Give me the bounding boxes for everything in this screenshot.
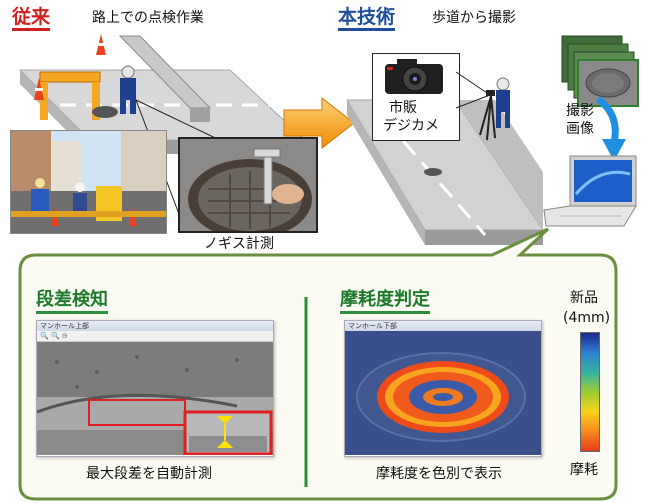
wear-detection-title: 摩耗度判定: [340, 289, 430, 314]
window-titlebar: マンホール下部: [345, 321, 541, 331]
legend-bottom-label: 摩耗: [570, 462, 598, 478]
wear-detection-caption: 摩耗度を色別で表示: [376, 466, 502, 482]
transfer-arrow: [595, 96, 626, 161]
caliper-measurement-inset: [178, 137, 318, 233]
window-toolbar: 🔍 🔍 ⊝: [37, 331, 273, 342]
conventional-caption: 路上での点検作業: [92, 10, 204, 26]
camera-icon: [385, 59, 443, 94]
manhole-icon: [424, 168, 442, 176]
wear-detection-window: マンホール下部: [344, 320, 542, 457]
legend-top-label: 新品: [570, 290, 598, 306]
photos-label-1: 撮影: [566, 103, 594, 119]
camera-label-2: デジカメ: [383, 118, 439, 134]
legend-top-value: (4mm): [563, 310, 611, 326]
conventional-label: 従来: [12, 6, 51, 31]
wear-heatmap-image: [345, 331, 541, 455]
step-detection-caption: 最大段差を自動計測: [86, 466, 212, 482]
callout-pointer: [455, 71, 491, 109]
transition-arrow: [283, 96, 355, 150]
photos-label-2: 画像: [566, 121, 594, 137]
step-detection-title: 段差検知: [36, 289, 108, 314]
window-titlebar: マンホール上部: [37, 321, 273, 331]
laptop-icon: [543, 155, 637, 227]
traffic-cone-icon: [34, 34, 106, 100]
new-tech-caption: 歩道から撮影: [432, 10, 516, 26]
camera-label-1: 市販: [389, 100, 417, 116]
photographer-icon: [479, 77, 510, 141]
manhole-icon: [92, 106, 118, 118]
new-tech-label: 本技術: [338, 6, 396, 31]
caliper-caption: ノギス計測: [204, 236, 274, 252]
step-detection-image: [36, 342, 273, 456]
worker-icon: [120, 65, 136, 114]
camera-callout: 市販 デジカメ: [372, 53, 460, 141]
captured-images-stack: [561, 35, 639, 107]
step-detection-window: マンホール上部 🔍 🔍 ⊝: [36, 320, 274, 457]
street-work-photo: [10, 130, 167, 234]
color-scale-bar: [580, 332, 600, 452]
